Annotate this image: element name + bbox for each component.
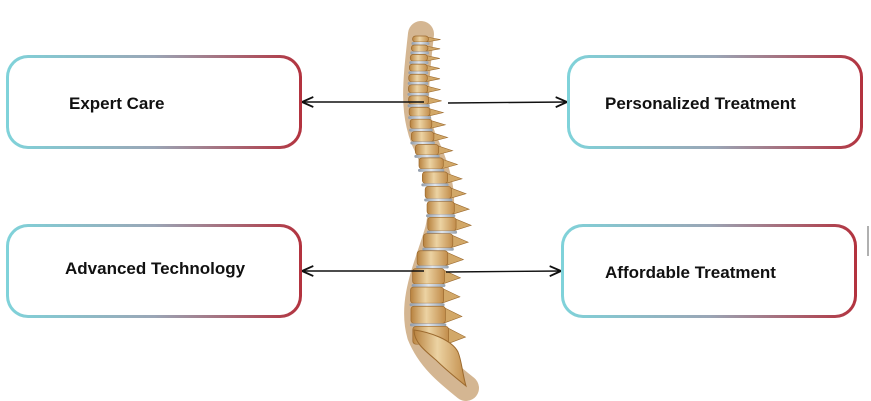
vertebra — [424, 186, 452, 199]
arrow-affordable-treatment — [445, 271, 561, 272]
vertebra — [418, 157, 444, 170]
vertebra-process — [445, 251, 465, 266]
box-affordable-treatment: Affordable Treatment — [561, 224, 857, 318]
vertebra-process — [452, 202, 471, 215]
box-label-affordable-treatment: Affordable Treatment — [605, 263, 776, 282]
vertebra — [422, 233, 454, 249]
intervertebral-disc — [426, 230, 458, 234]
box-label-advanced-technology: Advanced Technology — [65, 259, 246, 278]
intervertebral-disc — [424, 198, 453, 202]
vertebra-process — [441, 287, 461, 304]
vertebrae-group — [407, 35, 473, 345]
vertebra — [426, 201, 455, 215]
intervertebral-disc — [421, 183, 449, 187]
intervertebral-disc — [414, 154, 440, 158]
vertebra — [409, 118, 433, 129]
vertebra-process — [429, 119, 447, 129]
intervertebral-disc — [426, 214, 456, 218]
vertebra-process — [449, 187, 467, 199]
vertebra-process — [425, 45, 441, 52]
box-personalized-treatment: Personalized Treatment — [567, 55, 863, 149]
vertebra-process — [443, 307, 463, 324]
box-label-expert-care: Expert Care — [69, 94, 165, 113]
box-advanced-technology: Advanced Technology — [6, 224, 302, 318]
intervertebral-disc — [407, 92, 429, 96]
vertebra-process — [450, 234, 470, 249]
vertebra — [409, 54, 428, 62]
vertebra-process — [427, 107, 445, 117]
vertebra — [410, 305, 446, 324]
intervertebral-disc — [408, 71, 429, 75]
intervertebral-disc — [409, 303, 445, 307]
intervertebral-disc — [410, 141, 435, 145]
intervertebral-disc — [408, 116, 432, 120]
intervertebral-disc — [411, 42, 430, 45]
vertebra-process — [425, 64, 440, 72]
edge-divider — [867, 226, 869, 256]
vertebra — [412, 35, 429, 43]
vertebra-process — [425, 74, 441, 83]
intervertebral-disc — [409, 128, 433, 132]
box-expert-care: Expert Care — [6, 55, 302, 149]
intervertebral-disc — [407, 81, 429, 85]
arrow-personalized-treatment — [447, 102, 567, 103]
vertebra-process — [445, 172, 463, 184]
vertebra — [408, 73, 428, 83]
intervertebral-disc — [409, 61, 429, 65]
vertebra-process — [446, 327, 467, 345]
vertebra — [409, 63, 428, 72]
vertebra — [411, 131, 435, 142]
intervertebral-disc — [409, 323, 447, 327]
vertebra-process — [441, 158, 459, 170]
vertebra-process — [436, 145, 454, 156]
box-label-personalized-treatment: Personalized Treatment — [605, 94, 796, 113]
intervertebral-disc — [411, 284, 446, 288]
sacrum — [413, 329, 467, 388]
vertebra — [410, 44, 429, 52]
vertebra-process — [426, 36, 441, 43]
vertebra-process — [425, 55, 440, 62]
intervertebral-disc — [410, 51, 429, 55]
vertebra-process — [431, 132, 449, 142]
vertebra — [422, 171, 448, 184]
vertebra — [410, 286, 444, 304]
vertebra — [416, 250, 449, 266]
vertebra-process — [425, 85, 441, 94]
vertebra — [427, 216, 457, 232]
intervertebral-disc — [416, 265, 449, 269]
vertebra — [408, 95, 430, 105]
intervertebral-disc — [417, 168, 445, 172]
vertebra — [408, 84, 429, 94]
vertebra-process — [453, 218, 473, 231]
intervertebral-disc — [407, 104, 430, 108]
vertebra — [408, 106, 431, 117]
vertebra — [414, 144, 440, 156]
vertebra-process — [426, 96, 442, 105]
intervertebral-disc — [422, 247, 454, 251]
spine-illustration — [403, 21, 479, 401]
